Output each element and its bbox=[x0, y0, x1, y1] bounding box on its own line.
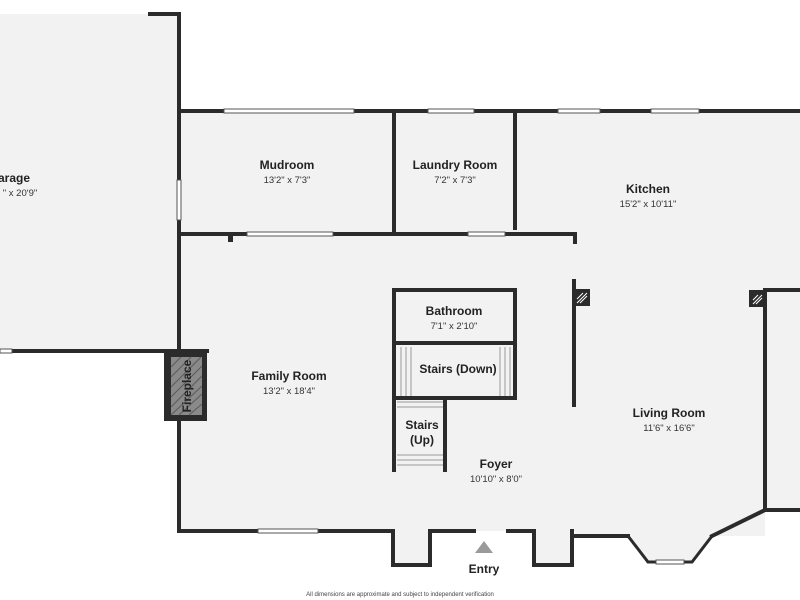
family-room-name: Family Room bbox=[251, 369, 326, 383]
foyer-name: Foyer bbox=[480, 457, 513, 471]
window-mudroom-west bbox=[176, 179, 182, 221]
laundry-name: Laundry Room bbox=[413, 158, 498, 172]
stairs-down-treads bbox=[400, 347, 511, 396]
stairs-down-name: Stairs (Down) bbox=[419, 362, 496, 376]
bathroom-dims: 7'1" x 2'10" bbox=[431, 321, 478, 332]
kitchen-dims: 15'2" x 10'11" bbox=[620, 199, 677, 210]
main-floor bbox=[179, 234, 575, 531]
kitchen-name: Kitchen bbox=[626, 182, 670, 196]
window-kitchen-2 bbox=[650, 108, 700, 114]
entry-niche-left-walls bbox=[391, 529, 432, 567]
laundry-floor bbox=[394, 111, 515, 234]
living-room-dims: 11'6" x 16'6" bbox=[643, 423, 694, 434]
window-family-north bbox=[246, 231, 334, 237]
entry-label: Entry bbox=[469, 562, 500, 576]
window-garage-side bbox=[0, 348, 13, 354]
laundry-dims: 7'2" x 7'3" bbox=[434, 175, 476, 186]
stairs-down-walls bbox=[392, 341, 517, 472]
stairs-up-treads bbox=[397, 401, 443, 466]
entry-niche-left bbox=[393, 531, 430, 565]
column-hatching bbox=[576, 292, 763, 305]
foyer-dims: 10'10" x 8'0" bbox=[470, 474, 522, 485]
column-kitchen-left bbox=[573, 289, 590, 306]
garage-floor bbox=[0, 14, 179, 351]
window-family-south bbox=[257, 528, 319, 534]
family-room-dims: 13'2" x 18'4" bbox=[263, 386, 315, 397]
fireplace-label: Fireplace bbox=[180, 359, 194, 412]
columns bbox=[228, 234, 765, 307]
floor-areas bbox=[0, 14, 800, 565]
garage-name: arage bbox=[0, 171, 30, 185]
bathroom-walls bbox=[392, 288, 517, 345]
garage-walls bbox=[0, 12, 181, 353]
window-kitchen-1 bbox=[557, 108, 601, 114]
column-kitchen-right bbox=[749, 290, 765, 307]
stairs-up-name-line1: Stairs bbox=[405, 418, 439, 432]
window-bay bbox=[655, 559, 685, 565]
window-hall-north bbox=[467, 231, 506, 237]
room-labels: arage " x 20'9" Mudroom 13'2" x 7'3" Lau… bbox=[0, 158, 705, 598]
column-hatch-right bbox=[752, 294, 763, 305]
bay-floor bbox=[628, 536, 712, 562]
mudroom-name: Mudroom bbox=[260, 158, 315, 172]
mudroom-floor bbox=[179, 111, 394, 234]
disclaimer: All dimensions are approximate and subje… bbox=[306, 592, 494, 598]
stairs-up-walls bbox=[392, 396, 447, 472]
fireplace: Fireplace bbox=[164, 351, 207, 421]
fireplace-hearth bbox=[171, 357, 202, 415]
fireplace-hatching bbox=[170, 356, 203, 416]
window-mudroom bbox=[223, 108, 355, 114]
living-room-name: Living Room bbox=[633, 406, 706, 420]
garage-dims: " x 20'9" bbox=[3, 188, 37, 199]
entry-arrow-icon bbox=[475, 541, 493, 553]
east-floor bbox=[765, 290, 800, 510]
mudroom-dims: 13'2" x 7'3" bbox=[264, 175, 311, 186]
windows bbox=[0, 108, 700, 565]
living-floor bbox=[575, 230, 765, 536]
stairs-up-name-line2: (Up) bbox=[410, 433, 434, 447]
bathroom-name: Bathroom bbox=[426, 304, 483, 318]
column-mid bbox=[228, 234, 233, 242]
fireplace-hatch bbox=[170, 356, 203, 416]
mid-horizontal-wall bbox=[177, 232, 577, 244]
window-laundry bbox=[427, 108, 475, 114]
entry-niche-right bbox=[534, 531, 572, 565]
entry-niche-right-walls bbox=[532, 529, 574, 567]
column-hatch-left bbox=[576, 292, 588, 304]
